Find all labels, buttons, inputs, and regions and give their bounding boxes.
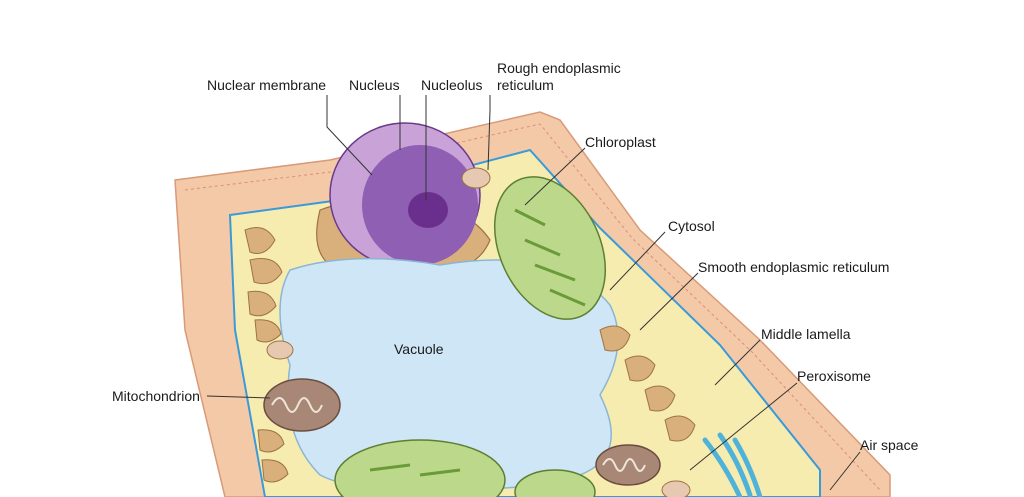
label-chloroplast: Chloroplast	[585, 134, 656, 150]
label-rough-er-line2: reticulum	[497, 77, 554, 93]
label-rough-er-line1: Rough endoplasmic	[497, 60, 621, 76]
middle-lamella	[184, 123, 881, 491]
label-cytosol: Cytosol	[668, 218, 715, 234]
label-peroxisome: Peroxisome	[797, 368, 871, 384]
label-vacuole: Vacuole	[394, 341, 444, 357]
label-air-space: Air space	[860, 437, 919, 453]
rough-er-left	[244, 227, 289, 483]
label-middle-lamella: Middle lamella	[761, 326, 851, 342]
label-nucleolus: Nucleolus	[421, 77, 482, 93]
label-smooth-er: Smooth endoplasmic reticulum	[698, 259, 889, 275]
chloroplast-bottom-right	[514, 469, 596, 497]
peroxisome-left	[266, 340, 294, 360]
nucleolus	[408, 192, 448, 228]
chloroplast-upper	[493, 176, 607, 320]
mitochondrion-left	[263, 378, 341, 432]
label-mitochondrion: Mitochondrion	[112, 388, 200, 404]
peroxisome-bottom	[661, 480, 691, 497]
peroxisome-top	[461, 167, 491, 189]
label-nucleus: Nucleus	[349, 77, 400, 93]
label-nuclear-membrane: Nuclear membrane	[207, 77, 326, 93]
golgi	[702, 432, 763, 497]
chloroplast-bottom-left	[334, 439, 506, 497]
smooth-er	[599, 325, 696, 442]
nucleus	[329, 122, 481, 268]
leader-lines	[206, 95, 861, 491]
mitochondrion-right	[595, 444, 661, 486]
